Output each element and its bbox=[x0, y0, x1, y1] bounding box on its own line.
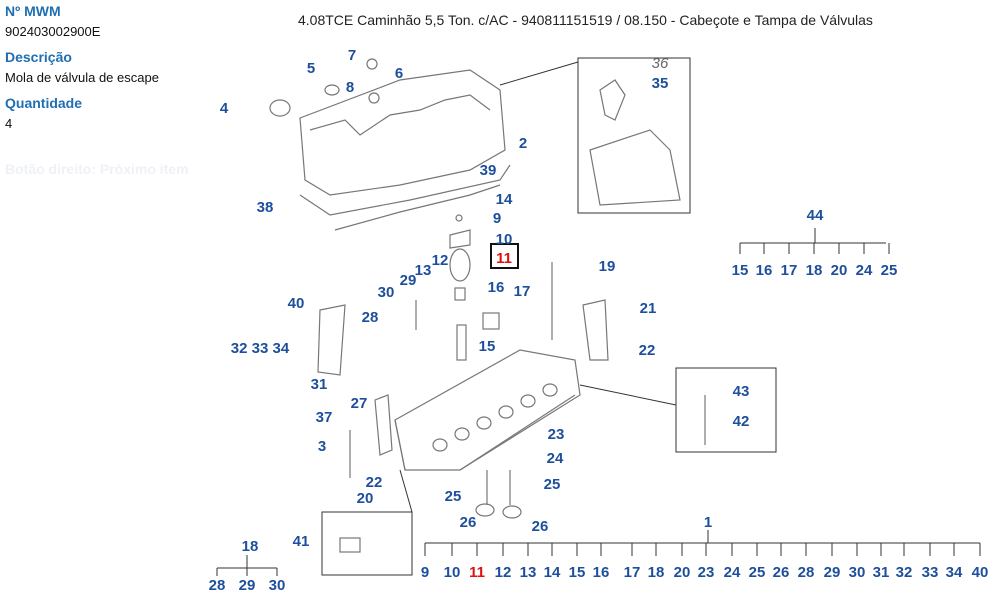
callout-27[interactable]: 27 bbox=[351, 395, 368, 412]
callout-32-33-34[interactable]: 32 33 34 bbox=[231, 340, 290, 357]
callout-20[interactable]: 20 bbox=[357, 490, 374, 507]
callout-26[interactable]: 26 bbox=[773, 564, 790, 581]
callout-43[interactable]: 43 bbox=[733, 383, 750, 400]
callout-3[interactable]: 3 bbox=[318, 438, 326, 455]
callout-36[interactable]: 36 bbox=[652, 55, 669, 72]
callout-23[interactable]: 23 bbox=[548, 426, 565, 443]
callout-28[interactable]: 28 bbox=[209, 577, 226, 594]
callout-19[interactable]: 19 bbox=[599, 258, 616, 275]
callout-17[interactable]: 17 bbox=[781, 262, 798, 279]
callout-16[interactable]: 16 bbox=[756, 262, 773, 279]
port bbox=[498, 405, 514, 419]
callout-8[interactable]: 8 bbox=[346, 79, 354, 96]
callout-41[interactable]: 41 bbox=[293, 533, 310, 550]
callout-12[interactable]: 12 bbox=[495, 564, 512, 581]
callout-7[interactable]: 7 bbox=[348, 47, 356, 64]
description-label: Descrição bbox=[5, 49, 72, 65]
callout-28[interactable]: 28 bbox=[798, 564, 815, 581]
selected-callout-box bbox=[490, 243, 519, 269]
callout-25[interactable]: 25 bbox=[749, 564, 766, 581]
callout-44[interactable]: 44 bbox=[807, 207, 824, 224]
callout-11[interactable]: 11 bbox=[469, 564, 485, 581]
callout-24[interactable]: 24 bbox=[856, 262, 873, 279]
callout-40[interactable]: 40 bbox=[288, 295, 305, 312]
callout-5[interactable]: 5 bbox=[307, 60, 315, 77]
callout-17[interactable]: 17 bbox=[624, 564, 641, 581]
callout-42[interactable]: 42 bbox=[733, 413, 750, 430]
callout-20[interactable]: 20 bbox=[674, 564, 691, 581]
callout-17[interactable]: 17 bbox=[514, 283, 531, 300]
part-number: 902403002900E bbox=[5, 24, 101, 39]
callout-31[interactable]: 31 bbox=[873, 564, 890, 581]
callout-35[interactable]: 35 bbox=[652, 75, 669, 92]
hint-text: Botão direito: Próximo item bbox=[5, 161, 189, 177]
callout-18[interactable]: 18 bbox=[648, 564, 665, 581]
callout-29[interactable]: 29 bbox=[400, 272, 417, 289]
callout-30[interactable]: 30 bbox=[269, 577, 286, 594]
port bbox=[520, 394, 536, 408]
callout-15[interactable]: 15 bbox=[569, 564, 586, 581]
callout-34[interactable]: 34 bbox=[946, 564, 963, 581]
callout-12[interactable]: 12 bbox=[432, 252, 449, 269]
callout-10[interactable]: 10 bbox=[444, 564, 461, 581]
callout-30[interactable]: 30 bbox=[378, 284, 395, 301]
callout-15[interactable]: 15 bbox=[479, 338, 496, 355]
port bbox=[542, 383, 558, 397]
callout-39[interactable]: 39 bbox=[480, 162, 497, 179]
diagram-title: 4.08TCE Caminhão 5,5 Ton. c/AC - 9408111… bbox=[298, 12, 873, 28]
port bbox=[432, 438, 448, 452]
callout-14[interactable]: 14 bbox=[496, 191, 513, 208]
part-drawings bbox=[216, 57, 981, 576]
callout-25[interactable]: 25 bbox=[881, 262, 898, 279]
part-number-label: Nº MWM bbox=[5, 3, 61, 19]
port bbox=[454, 427, 470, 441]
description: Mola de válvula de escape bbox=[5, 70, 159, 85]
callout-18[interactable]: 18 bbox=[806, 262, 823, 279]
callout-6[interactable]: 6 bbox=[395, 65, 403, 82]
callout-25[interactable]: 25 bbox=[544, 476, 561, 493]
callout-32[interactable]: 32 bbox=[896, 564, 913, 581]
callout-37[interactable]: 37 bbox=[316, 409, 333, 426]
callout-13[interactable]: 13 bbox=[520, 564, 537, 581]
callout-24[interactable]: 24 bbox=[724, 564, 741, 581]
callout-29[interactable]: 29 bbox=[824, 564, 841, 581]
callout-30[interactable]: 30 bbox=[849, 564, 866, 581]
callout-15[interactable]: 15 bbox=[732, 262, 749, 279]
quantity: 4 bbox=[5, 116, 13, 131]
callout-31[interactable]: 31 bbox=[311, 376, 328, 393]
callout-38[interactable]: 38 bbox=[257, 199, 274, 216]
callout-1[interactable]: 1 bbox=[704, 514, 712, 531]
callout-11[interactable]: 11 bbox=[496, 250, 512, 267]
callout-2[interactable]: 2 bbox=[519, 135, 527, 152]
callout-4[interactable]: 4 bbox=[220, 100, 229, 117]
callout-21[interactable]: 21 bbox=[640, 300, 657, 317]
callout-28[interactable]: 28 bbox=[362, 309, 379, 326]
callout-26[interactable]: 26 bbox=[532, 518, 549, 535]
callout-40[interactable]: 40 bbox=[972, 564, 989, 581]
callout-13[interactable]: 13 bbox=[415, 262, 432, 279]
callout-23[interactable]: 23 bbox=[698, 564, 715, 581]
callout-33[interactable]: 33 bbox=[922, 564, 939, 581]
quantity-label: Quantidade bbox=[5, 95, 83, 111]
callout-24[interactable]: 24 bbox=[547, 450, 564, 467]
part-info-panel: Nº MWM 902403002900E Descrição Mola de v… bbox=[5, 0, 215, 177]
callout-10[interactable]: 10 bbox=[496, 231, 513, 248]
callout-20[interactable]: 20 bbox=[831, 262, 848, 279]
callout-16[interactable]: 16 bbox=[593, 564, 610, 581]
callout-29[interactable]: 29 bbox=[239, 577, 256, 594]
callout-9[interactable]: 9 bbox=[421, 564, 429, 581]
callout-14[interactable]: 14 bbox=[544, 564, 561, 581]
callout-26[interactable]: 26 bbox=[460, 514, 477, 531]
callout-22[interactable]: 22 bbox=[639, 342, 656, 359]
callout-18[interactable]: 18 bbox=[242, 538, 259, 555]
callout-22[interactable]: 22 bbox=[366, 474, 383, 491]
port bbox=[476, 416, 492, 430]
callout-16[interactable]: 16 bbox=[488, 279, 505, 296]
callout-25[interactable]: 25 bbox=[445, 488, 462, 505]
callout-9[interactable]: 9 bbox=[493, 210, 501, 227]
